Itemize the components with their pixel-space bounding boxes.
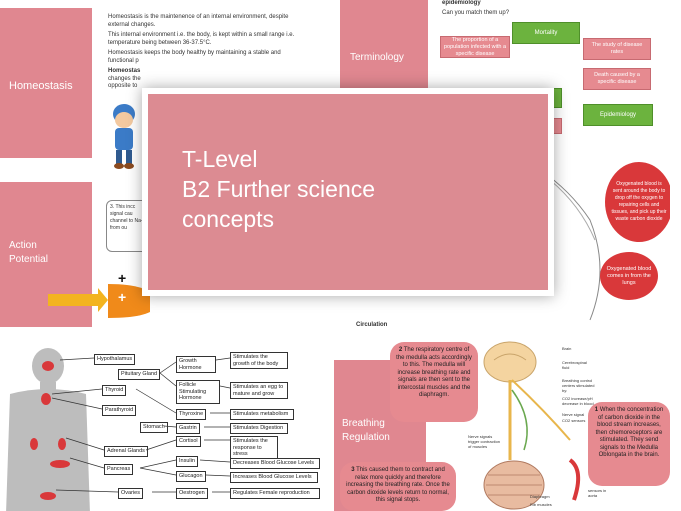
breathing-heading-l1: Breathing	[342, 418, 385, 429]
anatomy-label-aorta: sensors in aorta	[588, 488, 607, 498]
action-potential-slide[interactable]: Action Potential 3. This incc signal cau…	[0, 182, 150, 327]
effect-female-reproduction: Regulates Female reproduction	[230, 488, 320, 499]
term-definition-death[interactable]: Death caused by a specific disease	[583, 68, 651, 90]
gland-hypothalamus: Hypothalamus	[94, 354, 136, 365]
title-line-3: concepts	[182, 206, 275, 232]
hormone-fsh: Follicle Stimulating Hormone	[176, 380, 220, 404]
terminology-heading: Terminology	[350, 52, 404, 63]
anatomy-label-csf: Cerebrospinal fluid	[562, 360, 587, 370]
effect-stress: Stimulates the response to stress	[230, 436, 278, 460]
anatomy-label-nerve-muscles: Nerve signals trigger contraction of mus…	[468, 434, 501, 449]
breathing-slide[interactable]: Breathing Regulation 2 The respiratory c…	[334, 338, 681, 511]
homeostasis-p3: Homeostasis keeps the body healthy by ma…	[108, 50, 281, 64]
gland-pituitary: Pituitary Gland	[118, 369, 161, 380]
action-potential-heading-l2: Potential	[9, 254, 48, 265]
breathing-bubble-2: 2 The respiratory centre of the medulla …	[390, 342, 478, 422]
anatomy-label-co2: CO2 increase/pH decrease in blood	[562, 396, 594, 406]
gland-pancreas: Pancreas	[104, 464, 134, 475]
breathing-bubble-1: 1 When the concentration of carbon dioxi…	[588, 402, 670, 486]
effect-egg: Stimulates an egg to mature and grow	[230, 382, 288, 399]
term-definition-prevalence[interactable]: The proportion of a population infected …	[440, 36, 510, 58]
anatomy-label-diaphragm: Diaphragm	[530, 494, 550, 499]
hormone-growth: Growth Hormone	[176, 356, 216, 373]
homeostasis-heading-panel: Homeostasis	[0, 8, 92, 158]
breathing-bubble-2-text: The respiratory centre of the medulla ac…	[396, 347, 472, 398]
hormone-glucagon: Glucagon	[176, 471, 206, 482]
circulation-label: Circulation	[356, 322, 388, 328]
hormone-oestrogen: Oestrogen	[176, 488, 208, 499]
homeostasis-p4: changes the	[108, 75, 141, 82]
plus-sign-2: +	[118, 289, 127, 305]
effect-growth: Stimulates the growth of the body	[230, 352, 288, 369]
term-definition-study[interactable]: The study of disease rates	[583, 38, 651, 60]
anatomy-label-control: Breathing control centers stimulated by:	[562, 378, 595, 393]
homeostasis-p4-bold: Homeostas	[108, 68, 141, 74]
breathing-bubble-3: 3 This caused them to contract and relax…	[340, 462, 456, 511]
anatomy-label-rib-muscles: Rib muscles	[530, 502, 552, 507]
effect-metabolism: Stimulates metabolism	[230, 409, 294, 420]
organ-stomach: Stomach	[140, 422, 168, 433]
anatomy-label-co2-sensors: CO2 sensors	[562, 418, 586, 423]
gland-parathyroid: Parathyroid	[102, 405, 137, 416]
gland-thyroid: Thyroid	[102, 385, 127, 396]
circulation-circle-1: Oxygenated blood is sent around the body…	[605, 162, 670, 242]
title-line-1: T-Level	[182, 146, 258, 172]
breathing-bubble-3-text: This caused them to contract and relax m…	[346, 467, 450, 503]
homeostasis-p1: Homeostasis is the maintenence of an int…	[108, 14, 289, 28]
anatomy-label-nerve: Nerve signal	[562, 412, 585, 417]
term-epidemiology[interactable]: Epidemiology	[583, 104, 653, 126]
body-silhouette-icon	[6, 348, 90, 511]
title-card[interactable]: T-Level B2 Further science concepts	[142, 88, 554, 296]
hormone-thyroxine: Thyroxine	[176, 409, 207, 420]
breathing-bubble-2-number: 2	[398, 347, 403, 353]
gland-adrenal: Adrenal Glands	[104, 446, 148, 457]
term-mortality[interactable]: Mortality	[512, 22, 580, 44]
title-line-2: B2 Further science	[182, 176, 376, 202]
breathing-heading-l2: Regulation	[342, 432, 390, 443]
homeostasis-p5: opposite to	[108, 83, 138, 89]
effect-digestion: Stimulates Digestion	[230, 423, 288, 434]
homeostasis-text: Homeostasis is the maintenence of an int…	[108, 14, 308, 91]
effect-decrease-glucose: Decreases Blood Glucose Levels	[230, 458, 320, 469]
homeostasis-p2: This internal environment i.e. the body,…	[108, 32, 295, 46]
terminology-intro2: Can you match them up?	[442, 10, 510, 16]
circulation-circle-2: Oxygenated blood comes in from the lungs	[600, 252, 658, 300]
neuron-diagram	[48, 284, 150, 318]
gland-ovaries: Ovaries	[118, 488, 143, 499]
breathing-bubble-1-text: When the concentration of carbon dioxide…	[595, 407, 664, 458]
breathing-bubble-3-number: 3	[351, 467, 355, 473]
breathing-bubble-1-number: 1	[594, 407, 599, 413]
effect-increase-glucose: Increases Blood Glucose Levels	[230, 472, 318, 483]
anatomy-label-brain: Brain	[562, 346, 572, 351]
hormone-gastrin: Gastrin	[176, 423, 200, 434]
hormone-cortisol: Cortisol	[176, 436, 201, 447]
hormone-insulin: Insulin	[176, 456, 198, 467]
breathing-anatomy-diagram	[483, 341, 581, 510]
plus-sign-1: +	[118, 270, 127, 286]
action-potential-bubble: 3. This incc signal cau channel to Na+ f…	[106, 200, 148, 252]
action-potential-heading-l1: Action	[9, 240, 37, 251]
cartoon-character-icon	[113, 104, 135, 169]
homeostasis-heading: Homeostasis	[9, 80, 73, 92]
hormones-slide[interactable]: Hypothalamus Pituitary Gland Thyroid Par…	[0, 338, 325, 511]
terminology-intro1: epidemiology	[442, 0, 481, 6]
